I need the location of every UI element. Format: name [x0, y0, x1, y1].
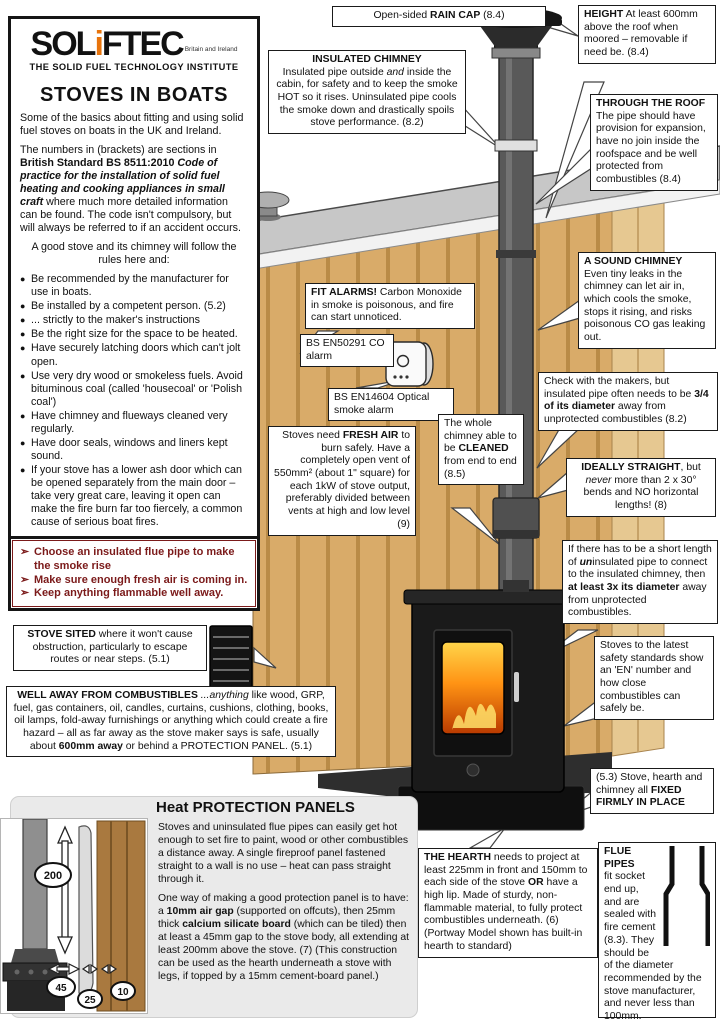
callout-fresh-air: Stoves need FRESH AIR to burn safely. Ha…	[268, 426, 416, 536]
svg-text:25: 25	[84, 995, 96, 1006]
rule-item: ●If your stove has a lower ash door whic…	[20, 463, 243, 529]
callout-stove-sited: STOVE SITED where it won't cause obstruc…	[13, 625, 207, 672]
intro-paragraph-1: Some of the basics about fitting and usi…	[20, 111, 244, 137]
pipe-joint-icon	[663, 846, 710, 946]
bullet-icon: ●	[20, 370, 26, 381]
protection-paragraph-2: One way of making a good protection pane…	[158, 893, 410, 982]
bullet-icon: ●	[20, 301, 26, 312]
gap-arrows	[47, 963, 118, 975]
bullet-icon: ●	[20, 464, 26, 475]
callout-fit-alarms: FIT ALARMS! Carbon Monoxide in smoke is …	[305, 283, 475, 330]
logo-subtitle: THE SOLID FUEL TECHNOLOGY INSTITUTE	[29, 62, 239, 72]
panel-cross-section: 200 45 25 10	[2, 818, 146, 1012]
arrow-200	[57, 825, 73, 955]
callout-fixed-firmly: (5.3) Stove, hearth and chimney all FIXE…	[590, 768, 714, 815]
callout-co-alarm: BS EN50291 CO alarm	[300, 334, 394, 368]
logo-wordmark: SOLiFTEC	[30, 25, 185, 63]
page-title: STOVES IN BOATS	[40, 84, 228, 107]
callout-smoke-alarm: BS EN14604 Optical smoke alarm	[328, 388, 454, 422]
callout-height: HEIGHT At least 600mm above the roof whe…	[578, 5, 716, 64]
stove-icon	[397, 580, 585, 831]
bullet-icon: ●	[20, 437, 26, 448]
callout-ideally-straight: IDEALLY STRAIGHT, but never more than 2 …	[566, 458, 716, 517]
chimney-pipe	[492, 53, 540, 591]
rule-item: ●Be installed by a competent person. (5.…	[20, 300, 226, 313]
bullet-icon: ●	[20, 315, 26, 326]
arrow-bullet-icon: ➢	[20, 587, 30, 600]
rules-list: ●Be recommended by the manufacturer for …	[20, 273, 248, 529]
bullet-icon: ●	[20, 343, 26, 354]
intro-paragraph-2: The numbers in (brackets) are sections i…	[20, 143, 241, 235]
rule-item: ●Have securely latching doors which can'…	[20, 342, 241, 368]
callout-rain-cap: Open-sided RAIN CAP (8.4)	[332, 6, 546, 27]
flames	[452, 703, 496, 730]
protection-paragraph-1: Stoves and uninsulated flue pipes can ea…	[158, 822, 409, 885]
arrow-bullet-icon: ➢	[20, 573, 30, 586]
callout-sound-chimney: A SOUND CHIMNEY Even tiny leaks in the c…	[578, 252, 716, 349]
protection-panels-text: Stoves and uninsulated flue pipes can ea…	[158, 822, 414, 991]
rule-item: ●Be the right size for the space to be h…	[20, 328, 238, 341]
logo-region: Britain and Ireland	[184, 46, 238, 53]
protection-panel-diagram: 200 45 25 10	[0, 818, 148, 1014]
rule-item: ●Use very dry wood or smokeless fuels. A…	[20, 369, 243, 408]
bullet-icon: ●	[20, 410, 26, 421]
co-alarm-icon	[385, 341, 434, 387]
callout-cleaned: The whole chimney able to be CLEANED fro…	[438, 414, 524, 486]
warning-item: ➢Make sure enough fresh air is coming in…	[20, 573, 248, 586]
stove-handle	[514, 672, 519, 702]
bullet-icon: ●	[20, 329, 26, 340]
callout-hearth: THE HEARTH needs to project at least 225…	[418, 848, 598, 958]
callout-check-makers: Check with the makers, but insulated pip…	[538, 372, 718, 431]
warning-item: ➢Choose an insulated flue pipe to make t…	[20, 546, 235, 572]
air-grille-icon	[209, 625, 253, 693]
rule-item: ●Have door seals, windows and liners kep…	[20, 436, 228, 462]
bullet-icon: ●	[20, 274, 26, 285]
callout-flue-pipes: FLUE PIPES fit socket end up, and are se…	[598, 842, 716, 1022]
svg-text:200: 200	[44, 870, 62, 882]
callout-well-away: WELL AWAY FROM COMBUSTIBLES ...anything …	[6, 686, 336, 758]
callout-through-roof: THROUGH THE ROOF The pipe should have pr…	[590, 94, 718, 191]
rule-item: ●Have chimney and flueways cleaned very …	[20, 409, 228, 435]
logo-orange-i: i	[94, 25, 104, 63]
rule-item: ●Be recommended by the manufacturer for …	[20, 273, 229, 299]
warning-item: ➢Keep anything flammable well away.	[20, 587, 224, 600]
svg-text:10: 10	[117, 987, 129, 998]
key-warnings-box: ➢Choose an insulated flue pipe to make t…	[8, 536, 260, 611]
rules-intro: A good stove and its chimney will follow…	[31, 241, 237, 267]
callout-insulated-chimney: INSULATED CHIMNEY Insulated pipe outside…	[268, 50, 466, 135]
rule-item: ●... strictly to the maker's instruction…	[20, 314, 200, 327]
svg-text:45: 45	[55, 983, 67, 994]
protection-panels-title: Heat PROTECTION PANELS	[156, 799, 355, 816]
callout-en-number: Stoves to the latest safety standards sh…	[594, 636, 714, 721]
warning-list: ➢Choose an insulated flue pipe to make t…	[20, 546, 248, 601]
callout-short-length: If there has to be a short length of uni…	[562, 540, 718, 625]
arrow-bullet-icon: ➢	[20, 546, 30, 558]
